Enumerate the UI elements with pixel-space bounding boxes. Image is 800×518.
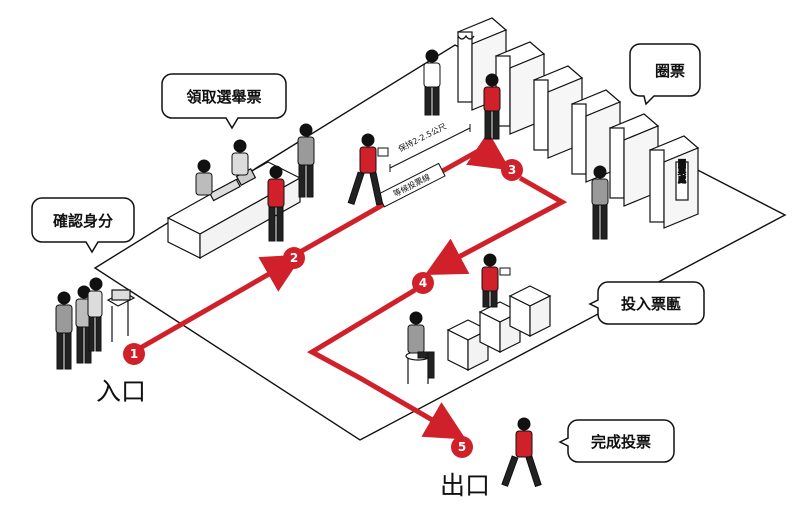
step-5-number: 5 xyxy=(458,440,466,454)
ballot-box-1 xyxy=(446,319,490,371)
person-entrance-3 xyxy=(87,277,103,352)
staff-desk-2 xyxy=(231,139,249,176)
staff-standing xyxy=(297,123,315,198)
person-entrance-1 xyxy=(55,291,73,370)
step-3-number: 3 xyxy=(508,163,516,177)
step-4-marker: 4 xyxy=(412,272,434,294)
bubble-ballot-box-area-text: 投入票匭 xyxy=(621,295,681,313)
exit-label: 出口 xyxy=(440,471,490,500)
people xyxy=(55,49,609,488)
staff-booth-right xyxy=(591,165,609,240)
path-segment-1-2 xyxy=(126,254,304,358)
ballot-boxes xyxy=(446,285,552,371)
path-segment-3-4 xyxy=(424,175,568,276)
step-1-marker: 1 xyxy=(123,343,145,365)
bubble-mark-ballot: 圈票 xyxy=(629,43,701,106)
bubble-mark-ballot-text: 圈票 xyxy=(655,62,685,80)
bubble-confirm-identity: 確認身分 xyxy=(31,197,135,254)
bubble-vote-complete: 完成投票 xyxy=(558,419,675,463)
id-check-stand xyxy=(106,289,136,342)
ballot-box-3 xyxy=(508,285,552,337)
seated-staff xyxy=(407,311,435,379)
path-segment-4-5 xyxy=(306,287,466,440)
voting-booth-6: 圈票處 xyxy=(648,135,700,229)
voting-path xyxy=(126,131,568,440)
step-3-marker: 3 xyxy=(501,159,523,181)
step-2-number: 2 xyxy=(290,251,298,265)
staff-desk-1 xyxy=(195,159,213,196)
booth-sign-label: 圈票處 xyxy=(678,159,687,184)
step-2-marker: 2 xyxy=(283,247,305,269)
staff-near-booth xyxy=(423,49,441,116)
step-1-number: 1 xyxy=(130,347,138,361)
voter-at-ballot-box xyxy=(481,253,511,308)
entrance-label: 入口 xyxy=(96,377,146,406)
voter-at-desk xyxy=(267,165,285,242)
step-5-marker: 5 xyxy=(451,436,473,458)
voter-entering-booth xyxy=(483,73,501,140)
voter-walking xyxy=(347,133,389,206)
bubble-ballot-box-area: 投入票匭 xyxy=(588,281,705,325)
voter-exiting xyxy=(501,417,542,488)
bubble-confirm-identity-text: 確認身分 xyxy=(52,212,113,230)
bubble-receive-ballot-text: 領取選舉票 xyxy=(186,88,261,106)
step-4-number: 4 xyxy=(419,276,427,290)
bubble-receive-ballot: 領取選舉票 xyxy=(161,73,287,130)
bubble-vote-complete-text: 完成投票 xyxy=(591,433,651,451)
path-segment-2-3 xyxy=(298,131,511,255)
